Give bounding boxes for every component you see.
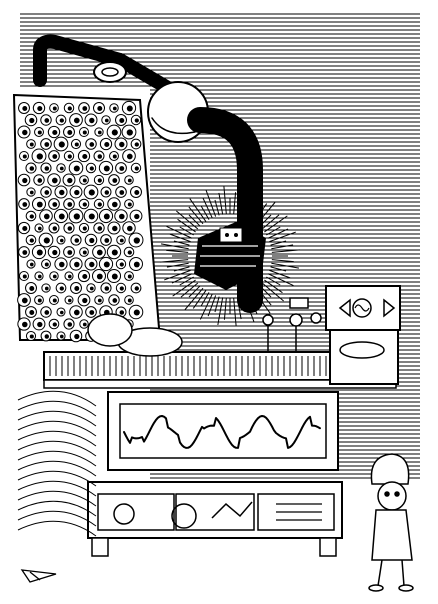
swirling-roots: [17, 390, 97, 537]
glowing-box: [160, 186, 300, 326]
paper-plane-icon: [20, 569, 57, 583]
sine-wave-icon: [352, 298, 372, 318]
eyeball-tower: [12, 93, 162, 344]
tray-gadgets: [87, 297, 322, 357]
right-triangle-icon: [383, 298, 396, 318]
lower-cabinet: [87, 481, 343, 557]
control-panel: [325, 285, 401, 385]
left-triangle-icon: [338, 298, 351, 318]
overhead-pipe: [33, 34, 209, 143]
gear-icon: [113, 503, 135, 525]
small-character: [368, 453, 414, 592]
wave-chamber: [107, 391, 339, 471]
gear-icon: [171, 503, 197, 529]
coiled-hose: [187, 107, 263, 313]
